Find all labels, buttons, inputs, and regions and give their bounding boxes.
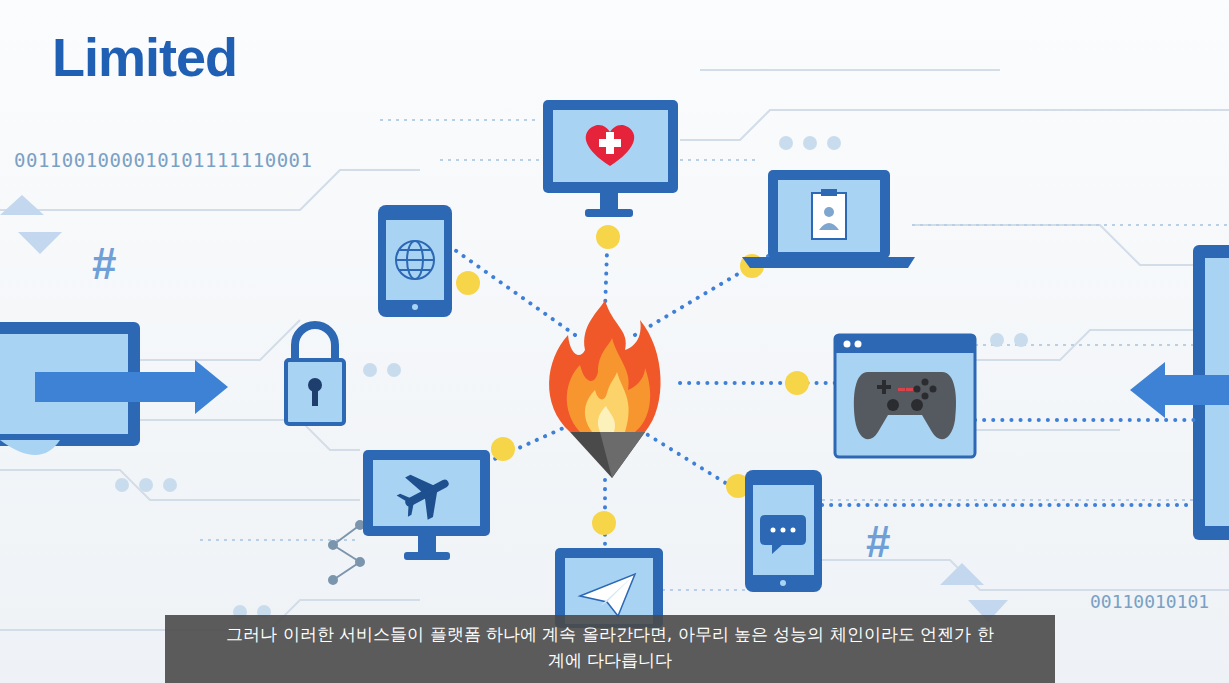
binary-string: 00110010101 [1090,592,1209,612]
share-glyph [329,521,364,584]
phone-globe [378,205,452,317]
hash-symbol: # [92,240,116,288]
caption-band [165,615,1055,683]
monitor-health [543,100,678,217]
arrow-right [35,360,228,414]
subtitle-caption: 그러나 이러한 서비스들이 플랫폼 하나에 계속 올라간다면, 아무리 높은 성… [225,621,995,673]
arrow-left [1130,362,1229,418]
laptop-profile [742,170,915,268]
monitor-travel [363,450,490,560]
dotted-traces [200,120,1229,590]
torch [549,300,661,478]
spokes [455,222,1195,548]
game-window [835,335,975,457]
lock-icon [286,325,344,424]
circuit-traces [0,70,1229,630]
phone-chat [745,470,822,592]
title: Limited [52,26,237,88]
decor-dots [115,136,1028,619]
binary-string: 0011001000010101111110001 [14,150,312,171]
hash-symbol: # [866,518,890,566]
decor-triangles [0,195,1008,622]
